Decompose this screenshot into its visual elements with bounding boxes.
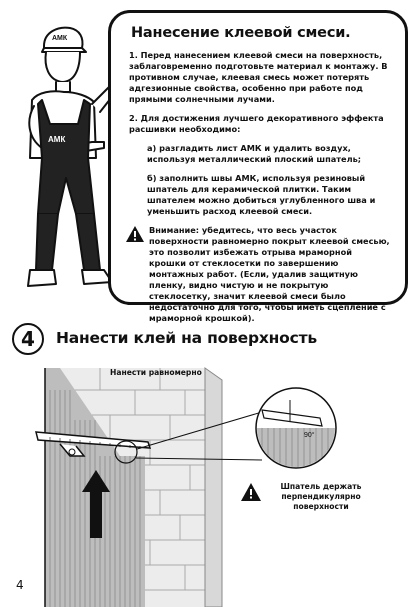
- step-title: Нанести клей на поверхность: [56, 329, 317, 347]
- page-number: 4: [16, 578, 24, 592]
- caution-text: Шпатель держать перпендикулярно поверхно…: [280, 482, 362, 511]
- paragraph-2b: б) заполнить швы АМК, используя резиновы…: [147, 173, 376, 216]
- paragraph-2a: а) разгладить лист АМК и удалить воздух,…: [147, 143, 362, 164]
- warning-icon: [241, 483, 261, 501]
- wall-application-illustration: 90°: [35, 367, 337, 607]
- angle-label: 90°: [304, 431, 315, 439]
- card-title: Нанесение клеевой смеси.: [131, 25, 351, 41]
- instruction-card: Нанесение клеевой смеси. 1. Перед нанесе…: [108, 10, 408, 323]
- svg-text:АМК: АМК: [52, 35, 68, 42]
- paragraph-2: 2. Для достижения лучшего декоративного …: [129, 113, 384, 134]
- zoom-detail: 90°: [255, 387, 337, 469]
- warning-icon: [126, 226, 144, 242]
- warning-text: Внимание: убедитесь, что весь участок по…: [149, 225, 390, 323]
- label-apply-evenly: Нанести равномерно: [110, 368, 202, 377]
- warning-block: Внимание: убедитесь, что весь участок по…: [125, 225, 391, 324]
- trowel-icon: [35, 431, 152, 457]
- svg-text:АМК: АМК: [48, 135, 65, 144]
- arrow-up-icon: [82, 470, 110, 538]
- step-number: 4: [12, 323, 44, 355]
- paragraph-1: 1. Перед нанесением клеевой смеси на пов…: [129, 50, 388, 104]
